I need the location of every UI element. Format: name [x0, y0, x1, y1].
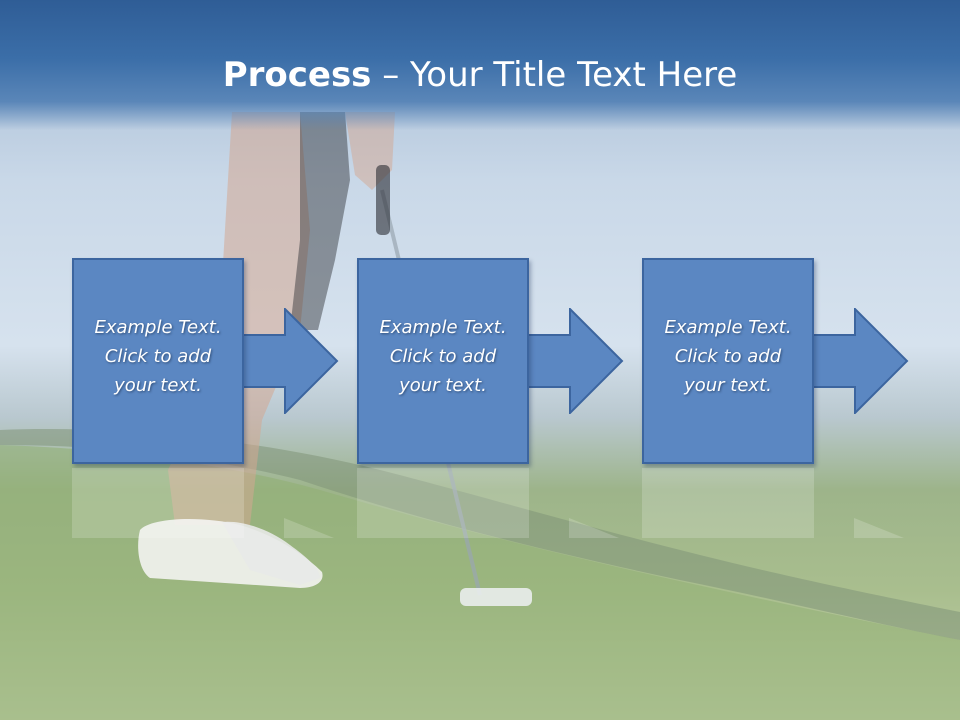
step-text-line: Click to add: [389, 346, 497, 367]
step-text-line: Click to add: [674, 346, 782, 367]
step-box: [357, 258, 529, 464]
step-text-line: your text.: [684, 375, 772, 396]
title-rest: – Your Title Text Here: [371, 55, 738, 95]
step-text-line: Example Text.: [94, 317, 222, 338]
step-text-line: Example Text.: [664, 317, 792, 338]
step-text-line: Example Text.: [379, 317, 507, 338]
step-text[interactable]: Example Text. Click to add your text.: [357, 313, 529, 400]
step-text-line: your text.: [399, 375, 487, 396]
step-reflection: [357, 468, 619, 538]
step-box: [642, 258, 814, 464]
step-text-line: Click to add: [104, 346, 212, 367]
right-arrow-icon: [522, 308, 624, 414]
step-reflection: [72, 468, 334, 538]
right-arrow-icon: [237, 308, 339, 414]
slide-title[interactable]: Process – Your Title Text Here: [0, 50, 960, 100]
title-band: [0, 0, 960, 130]
step-text-line: your text.: [114, 375, 202, 396]
right-arrow-icon: [807, 308, 909, 414]
step-text[interactable]: Example Text. Click to add your text.: [642, 313, 814, 400]
step-box: [72, 258, 244, 464]
title-bold: Process: [222, 55, 372, 95]
step-text[interactable]: Example Text. Click to add your text.: [72, 313, 244, 400]
step-reflection: [642, 468, 904, 538]
